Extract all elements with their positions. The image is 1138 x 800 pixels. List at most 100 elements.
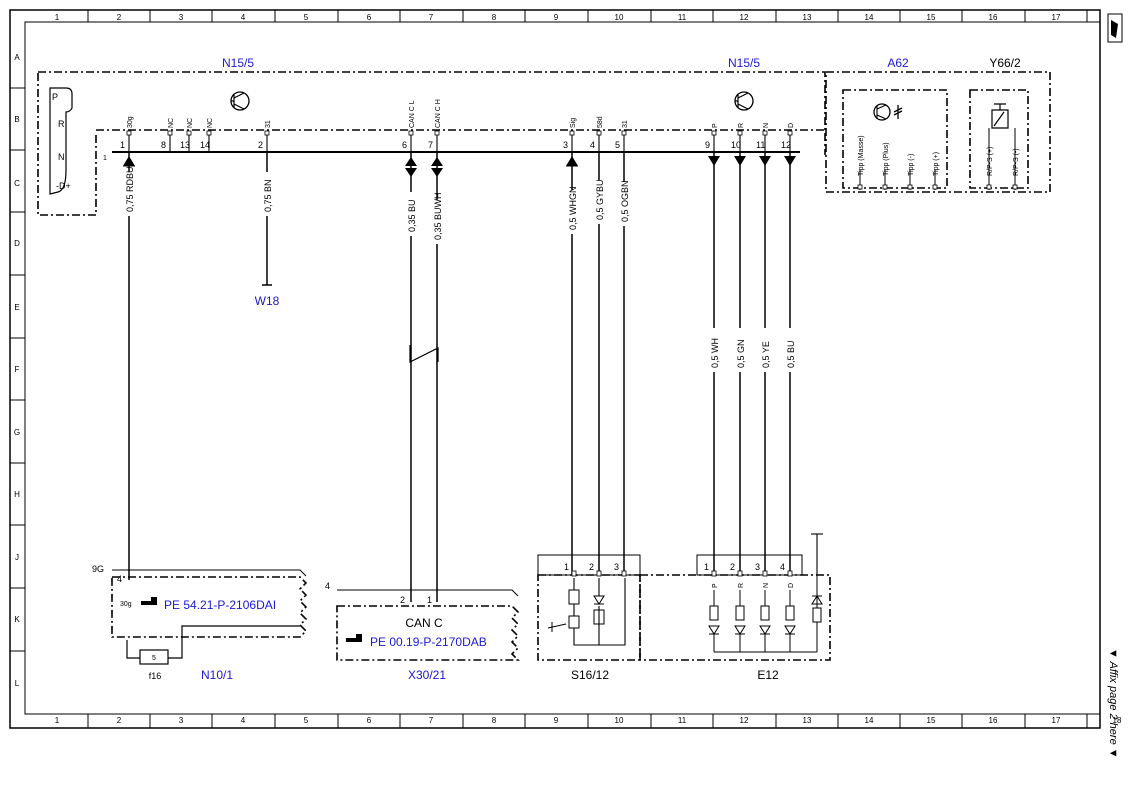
- a62-module-border: [842, 89, 948, 189]
- grid-col-top: 2: [117, 13, 122, 22]
- e12-resistor: [735, 605, 745, 621]
- corner-marker-glyph: [1111, 20, 1118, 38]
- s16-switch-internals: [547, 578, 626, 646]
- signal-arrow-down: [405, 168, 417, 177]
- grid-col-bottom: 4: [241, 716, 246, 725]
- signal-arrow-up: [566, 156, 578, 166]
- pin-name: P: [712, 123, 719, 128]
- connector-pin1: 1: [103, 155, 107, 162]
- wire-label-bg: [406, 192, 416, 236]
- reference-hand-icon: [141, 597, 157, 605]
- wire-label-bg: [760, 328, 770, 372]
- grid-col-bottom: 8: [492, 716, 497, 725]
- grid-col-bottom: 1: [55, 716, 60, 725]
- grid-col-top: 3: [179, 13, 184, 22]
- wire-label-bg: [262, 172, 272, 216]
- s16-pin-number: 1: [564, 562, 569, 572]
- grid-col-top: 1: [55, 13, 60, 22]
- grid-col-bottom: 13: [803, 716, 812, 725]
- pin-number: 11: [756, 140, 765, 150]
- pin-contact: [264, 130, 270, 136]
- x30-pin-1: 1: [427, 595, 432, 605]
- wire-label: 0,5 OGBN: [620, 180, 630, 222]
- n10-1-label: N10/1: [201, 668, 233, 682]
- pin-name: 31: [622, 120, 629, 128]
- wire-label-bg: [785, 328, 795, 372]
- grid-col-top: 10: [615, 13, 624, 22]
- n10-fuse-wiring: [126, 625, 300, 659]
- signal-arrow-down: [759, 156, 771, 166]
- n15-5-label-right: N15/5: [728, 56, 760, 70]
- e12-pin-contact: [762, 570, 768, 577]
- grid-col-bottom: 14: [865, 716, 874, 725]
- grid-col-bottom: 12: [740, 716, 749, 725]
- wire-label: 0,5 BU: [786, 340, 796, 368]
- grid-col-bottom: 18: [1113, 716, 1122, 725]
- e12-resistor: [785, 605, 795, 621]
- wire-label: 0,75 RDBU: [125, 166, 135, 212]
- signal-arrow-up: [405, 157, 417, 166]
- pin-contact: [787, 130, 793, 136]
- e12-pin-number: 4: [780, 562, 785, 572]
- pin-contact: [737, 130, 743, 136]
- pin-contact: [596, 130, 602, 136]
- grid-col-bottom: 2: [117, 716, 122, 725]
- pin-contact: [762, 130, 768, 136]
- e12-pin-letter: P: [712, 583, 719, 588]
- pin-number: 9: [705, 140, 710, 150]
- y66-pin-contact: [986, 184, 992, 190]
- grid-col-top: 6: [367, 13, 372, 22]
- x30-reference: PE 00.19-P-2170DAB: [370, 635, 487, 649]
- a62-pin-name: Tipp (Masse): [858, 135, 865, 176]
- a62-pins: Tipp (Masse)Tipp (Plus)Tipp (-)Tipp (+): [857, 135, 940, 190]
- x30-pin-2: 2: [400, 595, 405, 605]
- fuse-number: 5: [152, 655, 156, 662]
- a62-pin-name: Tipp (Plus): [883, 142, 890, 176]
- fuse-f16: [139, 649, 169, 665]
- y66-2-label: Y66/2: [989, 56, 1021, 70]
- e12-led: [759, 625, 771, 635]
- pin-number: 8: [161, 140, 166, 150]
- grid-col-top: 16: [989, 13, 998, 22]
- wire-label: 0,35 BUWH: [433, 192, 443, 240]
- grid-column-labels: 1122334455667788991010111112121313141415…: [55, 10, 1122, 728]
- e12-diode: [811, 595, 823, 605]
- pin-name: CAN C H: [435, 99, 442, 128]
- e12-led: [784, 625, 796, 635]
- pin-contact: [569, 130, 575, 136]
- pin-name: 30g: [127, 116, 134, 128]
- s16-pin-number: 3: [614, 562, 619, 572]
- grid-row-label: K: [14, 615, 20, 624]
- wire-label: 0,5 GYBU: [595, 179, 605, 220]
- grid-col-top: 11: [678, 13, 687, 22]
- y66-pin-name: R/P-S (+): [987, 147, 994, 176]
- wire-label-bg: [709, 328, 719, 372]
- grid-col-top: 7: [429, 13, 434, 22]
- wire-label: 0,5 WH: [710, 338, 720, 368]
- grid-col-bottom: 6: [367, 716, 372, 725]
- n10-1-connector-line: [112, 569, 307, 577]
- pin-contact: [167, 130, 173, 136]
- s16-pin-contact: [621, 570, 627, 577]
- grid-col-top: 14: [865, 13, 874, 22]
- selector-n: N: [58, 152, 65, 162]
- pin-number: 1: [120, 140, 125, 150]
- e12-led: [708, 625, 720, 635]
- wire-label: 0,35 BU: [407, 199, 417, 232]
- pin-name: 31: [265, 120, 272, 128]
- n10-conn-9g: 9G: [92, 564, 104, 574]
- e12-pin-number: 2: [730, 562, 735, 572]
- grid-row-label: B: [14, 115, 19, 124]
- grid-row-label: F: [15, 365, 20, 374]
- n10-pin-4: 4: [117, 574, 122, 584]
- grid-col-top: 15: [927, 13, 936, 22]
- n10-1-module-border: [111, 576, 308, 638]
- pin-contact: [408, 130, 414, 136]
- n15-5-label-left: N15/5: [222, 56, 254, 70]
- grid-col-top: 4: [241, 13, 246, 22]
